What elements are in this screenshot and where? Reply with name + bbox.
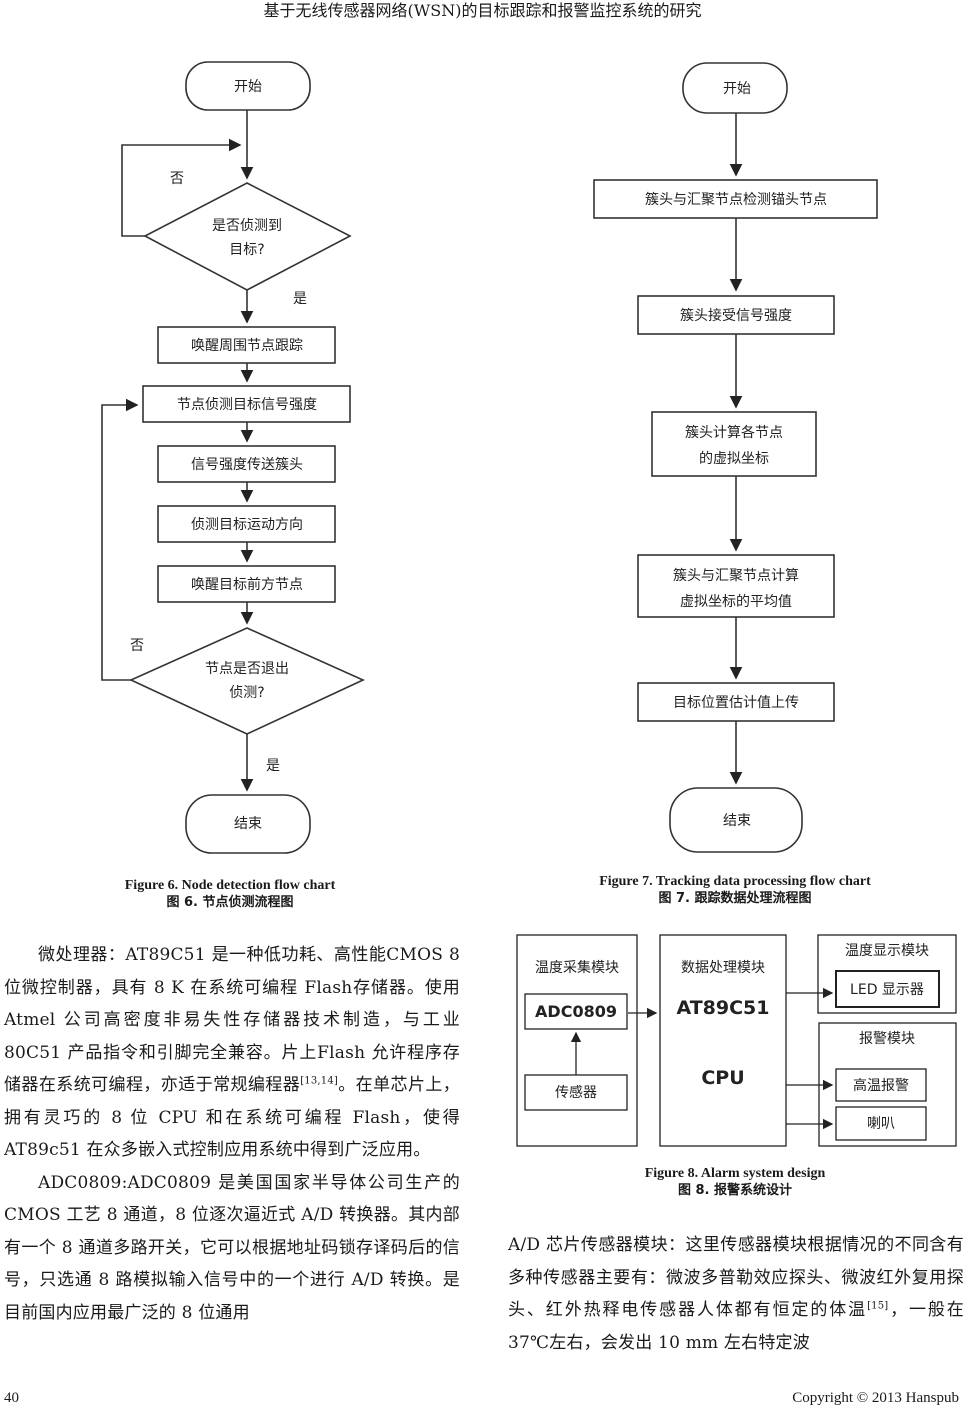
yes-label: 是 [293,291,307,307]
paragraph-sensor-module: A/D 芯片传感器模块：这里传感器模块根据情况的不同含有多种传感器主要有：微波多… [508,1235,964,1353]
decision-label: 节点是否退出 [205,661,289,677]
decision-detect-target [143,182,352,291]
running-title: 基于无线传感器网络(WSN)的目标跟踪和报警监控系统的研究 [263,1,702,20]
step-label: 唤醒目标前方节点 [191,576,303,593]
processing-module-box [659,934,787,1147]
alarm-label: 高温报警 [853,1077,909,1094]
adc-box [524,993,628,1030]
step-label: 侦测目标运动方向 [191,517,303,533]
figure-8-caption: Figure 8. Alarm system design 图 8. 报警系统设… [644,1166,826,1198]
decision-label: 是否侦测到 [212,218,282,234]
step-label: 目标位置估计值上传 [673,695,799,711]
start-label: 开始 [723,81,751,97]
step-label: 簇头与汇聚节点计算 [673,568,799,584]
start-terminal [682,62,788,114]
high-temp-alarm-box [835,1068,927,1102]
citation: [13,14] [300,1075,339,1087]
end-label: 结束 [234,816,262,832]
step-label: 虚拟坐标的平均值 [680,594,792,610]
cpu-label: CPU [701,1067,744,1089]
step-label: 簇头与汇聚节点检测锚头节点 [645,192,827,208]
figure-7-caption: Figure 7. Tracking data processing flow … [599,874,871,906]
module-label: 温度显示模块 [845,943,929,959]
step-label: 的虚拟坐标 [699,451,769,467]
figure-8-block-diagram: 温度采集模块 ADC0809 传感器 数据处理模块 AT89C51 CPU 温度… [516,934,957,1147]
figure-6-flowchart: 开始 否 是否侦测到 目标? 是 唤醒周围节点跟踪 节点侦测目标信号强度 信号强… [101,61,365,854]
no-label: 否 [130,638,144,654]
start-terminal [185,61,311,111]
acquisition-module-box [516,934,638,1147]
mcu-label: AT89C51 [676,997,769,1019]
step-label: 簇头接受信号强度 [680,307,792,324]
left-column-text: 微处理器：AT89C51 是一种低功耗、高性能CMOS 8 位微控制器，具有 8… [4,939,460,1329]
step-label: 节点侦测目标信号强度 [177,397,317,413]
module-label: 报警模块 [859,1031,915,1047]
step-label: 唤醒周围节点跟踪 [191,337,303,354]
module-label: 温度采集模块 [535,959,619,976]
citation: [15] [867,1300,889,1312]
step-label: 簇头计算各节点 [685,425,783,441]
end-label: 结束 [723,813,751,829]
page-number: 40 [4,1390,19,1406]
speaker-label: 喇叭 [867,1116,895,1132]
figure-7-flowchart: 开始 簇头与汇聚节点检测锚头节点 簇头接受信号强度 簇头计算各节点 的虚拟坐标 … [593,62,878,853]
decision-label: 侦测? [229,685,264,701]
decision-label: 目标? [229,242,264,258]
end-terminal [185,794,311,854]
step-label: 信号强度传送簇头 [191,457,303,473]
figure-6-caption: Figure 6. Node detection flow chart 图 6.… [124,878,336,910]
paragraph-adc0809: ADC0809:ADC0809 是美国国家半导体公司生产的 CMOS 工艺 8 … [4,1172,460,1323]
adc-label: ADC0809 [535,1002,617,1021]
speaker-box [835,1106,927,1141]
yes-label: 是 [266,758,280,774]
step-box [651,411,817,477]
copyright: Copyright © 2013 Hanspub [792,1390,959,1406]
sensor-label: 传感器 [555,1084,597,1101]
display-module-box [817,934,957,1014]
right-column-text: A/D 芯片传感器模块：这里传感器模块根据情况的不同含有多种传感器主要有：微波多… [508,1229,964,1359]
start-label: 开始 [234,79,262,95]
no-label: 否 [170,171,184,187]
end-terminal [669,787,803,853]
module-label: 数据处理模块 [681,960,765,976]
paragraph-at89c51: 微处理器：AT89C51 是一种低功耗、高性能CMOS 8 位微控制器，具有 8… [4,945,460,1160]
led-label: LED 显示器 [850,982,924,998]
decision-exit [129,627,365,735]
led-box [835,970,940,1008]
